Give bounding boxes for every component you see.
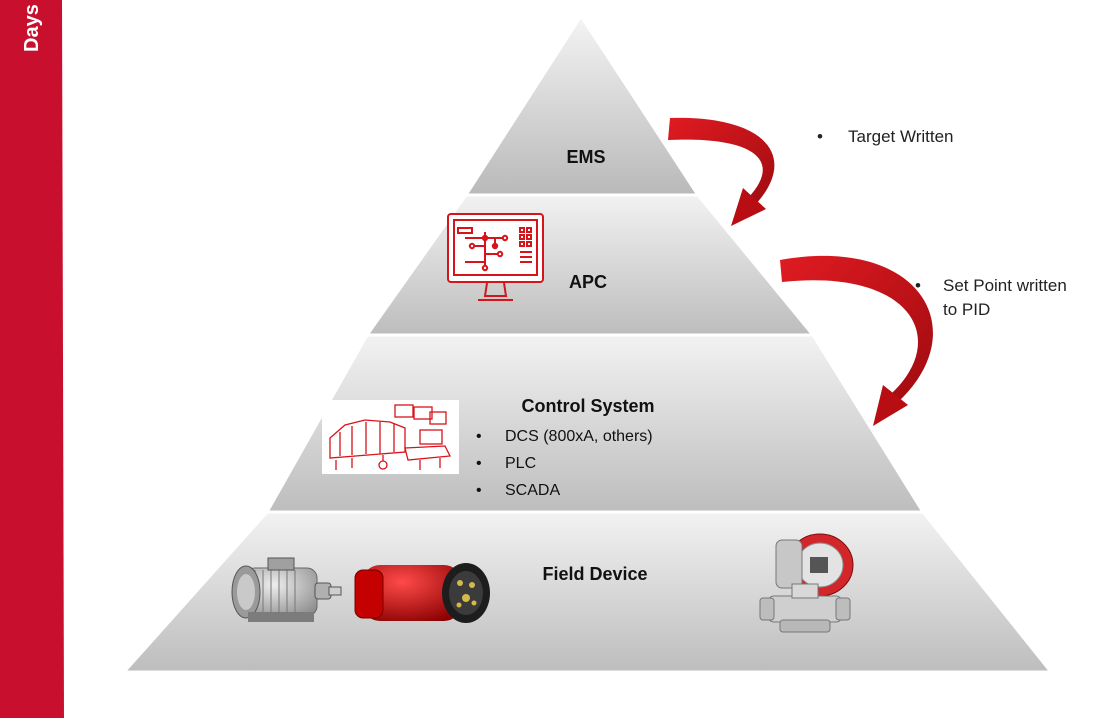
flame-detector-image	[354, 563, 490, 623]
setpoint-arrow	[780, 255, 933, 426]
level-title-apc: APC	[569, 272, 607, 292]
timeline-bar-taper	[62, 0, 64, 718]
control-room-icon	[322, 400, 459, 474]
annotation-bullet: •	[817, 127, 823, 146]
level-title-field: Field Device	[542, 564, 647, 584]
timeline-label-days: Days	[21, 4, 43, 52]
annotation-target-written: • Target Written	[817, 125, 954, 149]
annotation-setpoint-line1: Set Point written	[943, 276, 1067, 295]
hmi-monitor-icon	[447, 213, 544, 301]
bullet-dot: •	[476, 482, 482, 499]
level-title-control: Control System	[521, 396, 654, 416]
bullet-scada: SCADA	[505, 482, 560, 499]
annotation-bullet: •	[915, 276, 921, 295]
bullet-dot: •	[476, 455, 482, 472]
annotation-target-text: Target Written	[848, 127, 954, 146]
bullet-dot: •	[476, 428, 482, 445]
annotation-setpoint: • Set Point written to PID	[915, 274, 1104, 322]
pressure-transmitter-image	[759, 533, 854, 633]
level-title-ems: EMS	[566, 147, 605, 167]
electric-motor-image	[231, 557, 342, 622]
annotation-setpoint-line2: to PID	[943, 300, 991, 319]
bullet-dcs: DCS (800xA, others)	[505, 428, 653, 445]
bullet-plc: PLC	[505, 455, 536, 472]
pyramid-level-ems	[463, 13, 701, 197]
timeline-bar	[0, 0, 62, 718]
timeline-label-realtime: Realtime	[21, 635, 43, 718]
target-written-arrow	[668, 117, 775, 226]
control-system-bullet-list: • DCS (800xA, others) • PLC • SCADA	[476, 428, 653, 499]
